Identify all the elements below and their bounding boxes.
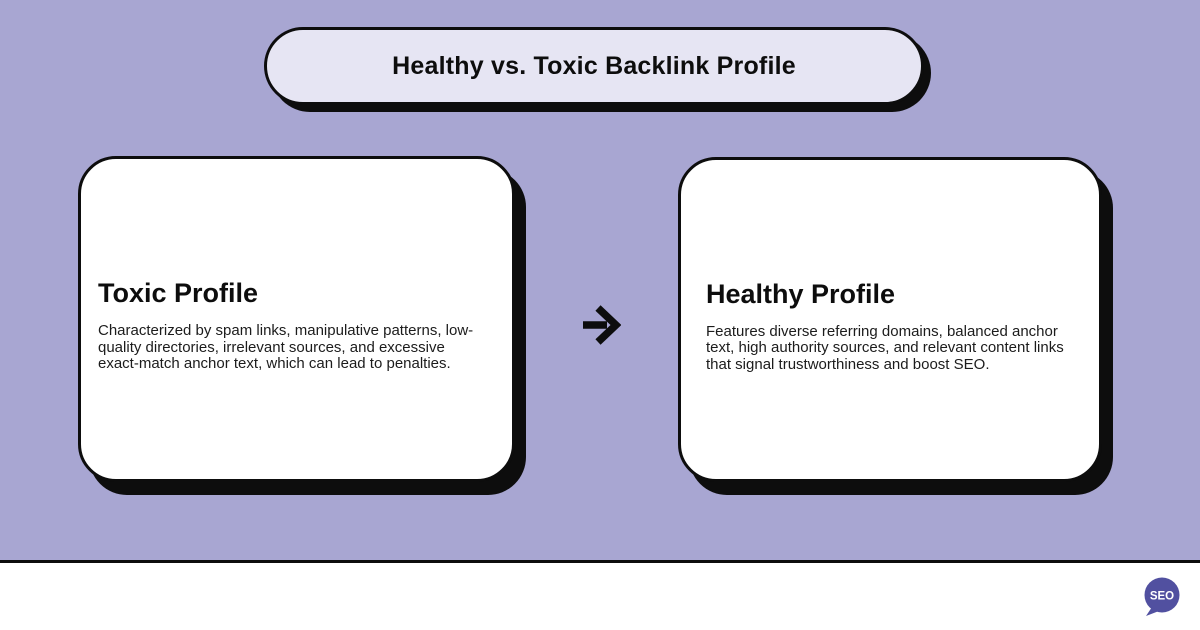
toxic-profile-card: Toxic Profile Characterized by spam link… [78, 156, 515, 482]
healthy-profile-card: Healthy Profile Features diverse referri… [678, 157, 1102, 482]
toxic-profile-heading: Toxic Profile [98, 278, 259, 309]
page-title: Healthy vs. Toxic Backlink Profile [392, 51, 796, 80]
footer-bar: SEO [0, 560, 1200, 630]
healthy-profile-description: Features diverse referring domains, bala… [706, 322, 1064, 373]
seo-logo: SEO [1141, 576, 1181, 618]
speech-bubble-icon [1144, 577, 1180, 616]
seo-logo-text: SEO [1150, 590, 1174, 602]
right-arrow-icon [581, 303, 622, 347]
healthy-profile-heading: Healthy Profile [706, 278, 896, 309]
toxic-profile-description: Characterized by spam links, manipulativ… [98, 322, 474, 373]
title-banner: Healthy vs. Toxic Backlink Profile [264, 27, 924, 105]
